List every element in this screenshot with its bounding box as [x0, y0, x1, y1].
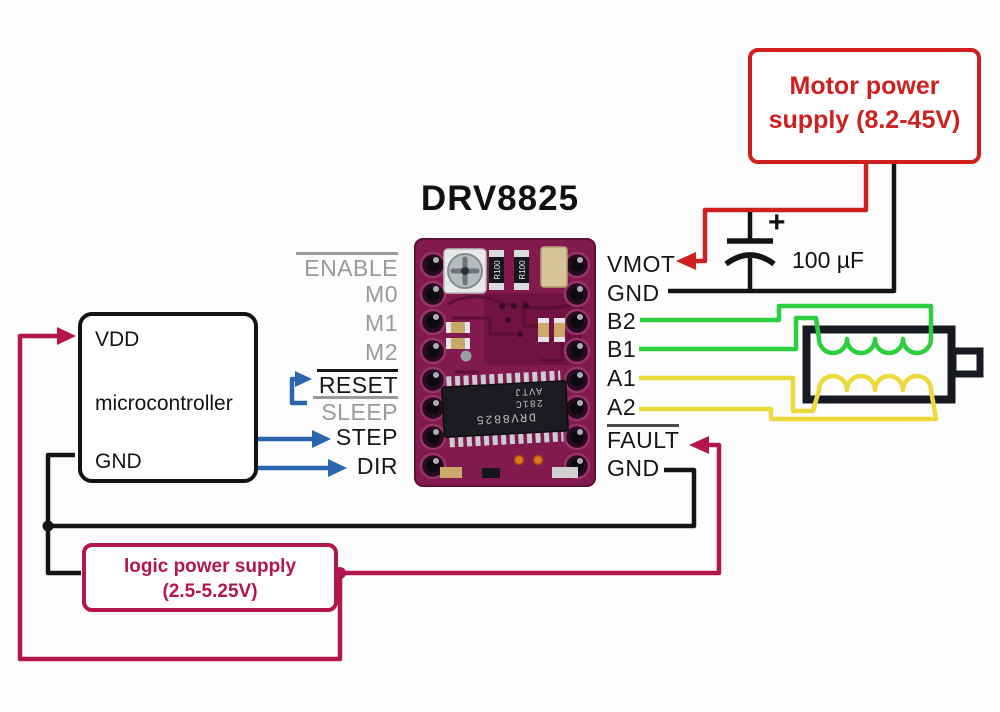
wire-vdd-crimson — [17, 333, 343, 662]
capacitor-value: 100 µF — [792, 247, 865, 273]
wire-logic-gnd-black — [45, 452, 697, 529]
mcu-pin-vdd: VDD — [95, 328, 140, 351]
vdd-arrowhead — [57, 327, 76, 345]
wire-fault-crimson — [343, 442, 722, 576]
step-arrowhead — [312, 430, 331, 448]
wire-motor-gnd-black — [668, 164, 897, 294]
pin-label-fault: FAULT — [607, 424, 680, 453]
chip-marking-line3: AVTJ — [514, 384, 543, 396]
reset-arrowhead — [295, 371, 312, 387]
pin-label-gnd1: GND — [607, 280, 660, 306]
pin-label-reset: RESET — [316, 369, 398, 398]
pin-label-m0: M0 — [365, 281, 398, 307]
mcu-pin-gnd: GND — [95, 450, 142, 473]
chip-marking-line1: DRV8825 — [475, 409, 537, 426]
pin-label-a2: A2 — [607, 394, 637, 420]
pin-label-m2: M2 — [365, 339, 398, 365]
chip-marking-line2: 281C — [514, 396, 543, 408]
pin-label-b2: B2 — [607, 308, 637, 334]
driver-ic: DRV8825 281C AVTJ — [441, 370, 569, 448]
pin-label-gnd2: GND — [607, 455, 660, 481]
logic-power-supply-line2: (2.5-5.25V) — [162, 581, 258, 602]
smd-resistor-r100-2: R100 — [514, 250, 529, 290]
chip-title: DRV8825 — [420, 179, 580, 218]
motor-power-supply-box: Motor power supply (8.2-45V) — [748, 48, 981, 164]
pin-label-enable: ENABLE — [296, 252, 398, 281]
board-bottom-details — [440, 454, 578, 478]
mcu-name: microcontroller — [95, 392, 233, 415]
motor-power-supply-line1: Motor power — [789, 72, 940, 100]
pin-label-step: STEP — [335, 424, 398, 450]
capacitor-polarity: + — [768, 206, 786, 239]
pin-label-dir: DIR — [356, 453, 398, 479]
stepper-motor-symbol — [802, 325, 984, 404]
board-trace-region — [484, 293, 582, 365]
drv8825-board-image: R100 R100 — [414, 238, 596, 487]
pin-label-vmot: VMOT — [607, 251, 676, 277]
gnd-junction-dot — [42, 520, 54, 532]
capacitor-symbol — [724, 212, 776, 291]
board-vias — [499, 303, 529, 337]
pin-label-a1: A1 — [607, 365, 637, 391]
motor-power-supply-line2: supply (8.2-45V) — [768, 106, 961, 134]
fault-arrowhead — [689, 436, 709, 454]
resistor-marking: R100 — [518, 260, 527, 280]
logic-power-supply-line1: logic power supply — [123, 556, 297, 577]
resistor-marking: R100 — [493, 260, 502, 280]
pin-label-sleep: SLEEP — [313, 396, 398, 425]
wire-gnd-to-logic-supply — [45, 526, 81, 576]
small-passives — [446, 318, 565, 362]
wire-coil-b-green — [639, 303, 934, 356]
smd-resistor-r100-1: R100 — [489, 250, 504, 290]
reset-sleep-jumper — [289, 376, 307, 406]
logic-power-supply-box: logic power supply (2.5-5.25V) — [82, 543, 338, 612]
pin-label-m1: M1 — [365, 310, 398, 336]
trimpot — [443, 248, 487, 294]
wire-vmot-red — [694, 164, 869, 264]
wire-coil-a-yellow — [639, 373, 939, 422]
motor-shaft — [949, 347, 984, 378]
smd-capacitor — [540, 246, 568, 288]
pin-label-b1: B1 — [607, 336, 637, 362]
vmot-arrowhead — [676, 252, 696, 270]
microcontroller-box: VDD microcontroller GND — [78, 312, 258, 483]
dir-arrowhead — [328, 459, 347, 477]
